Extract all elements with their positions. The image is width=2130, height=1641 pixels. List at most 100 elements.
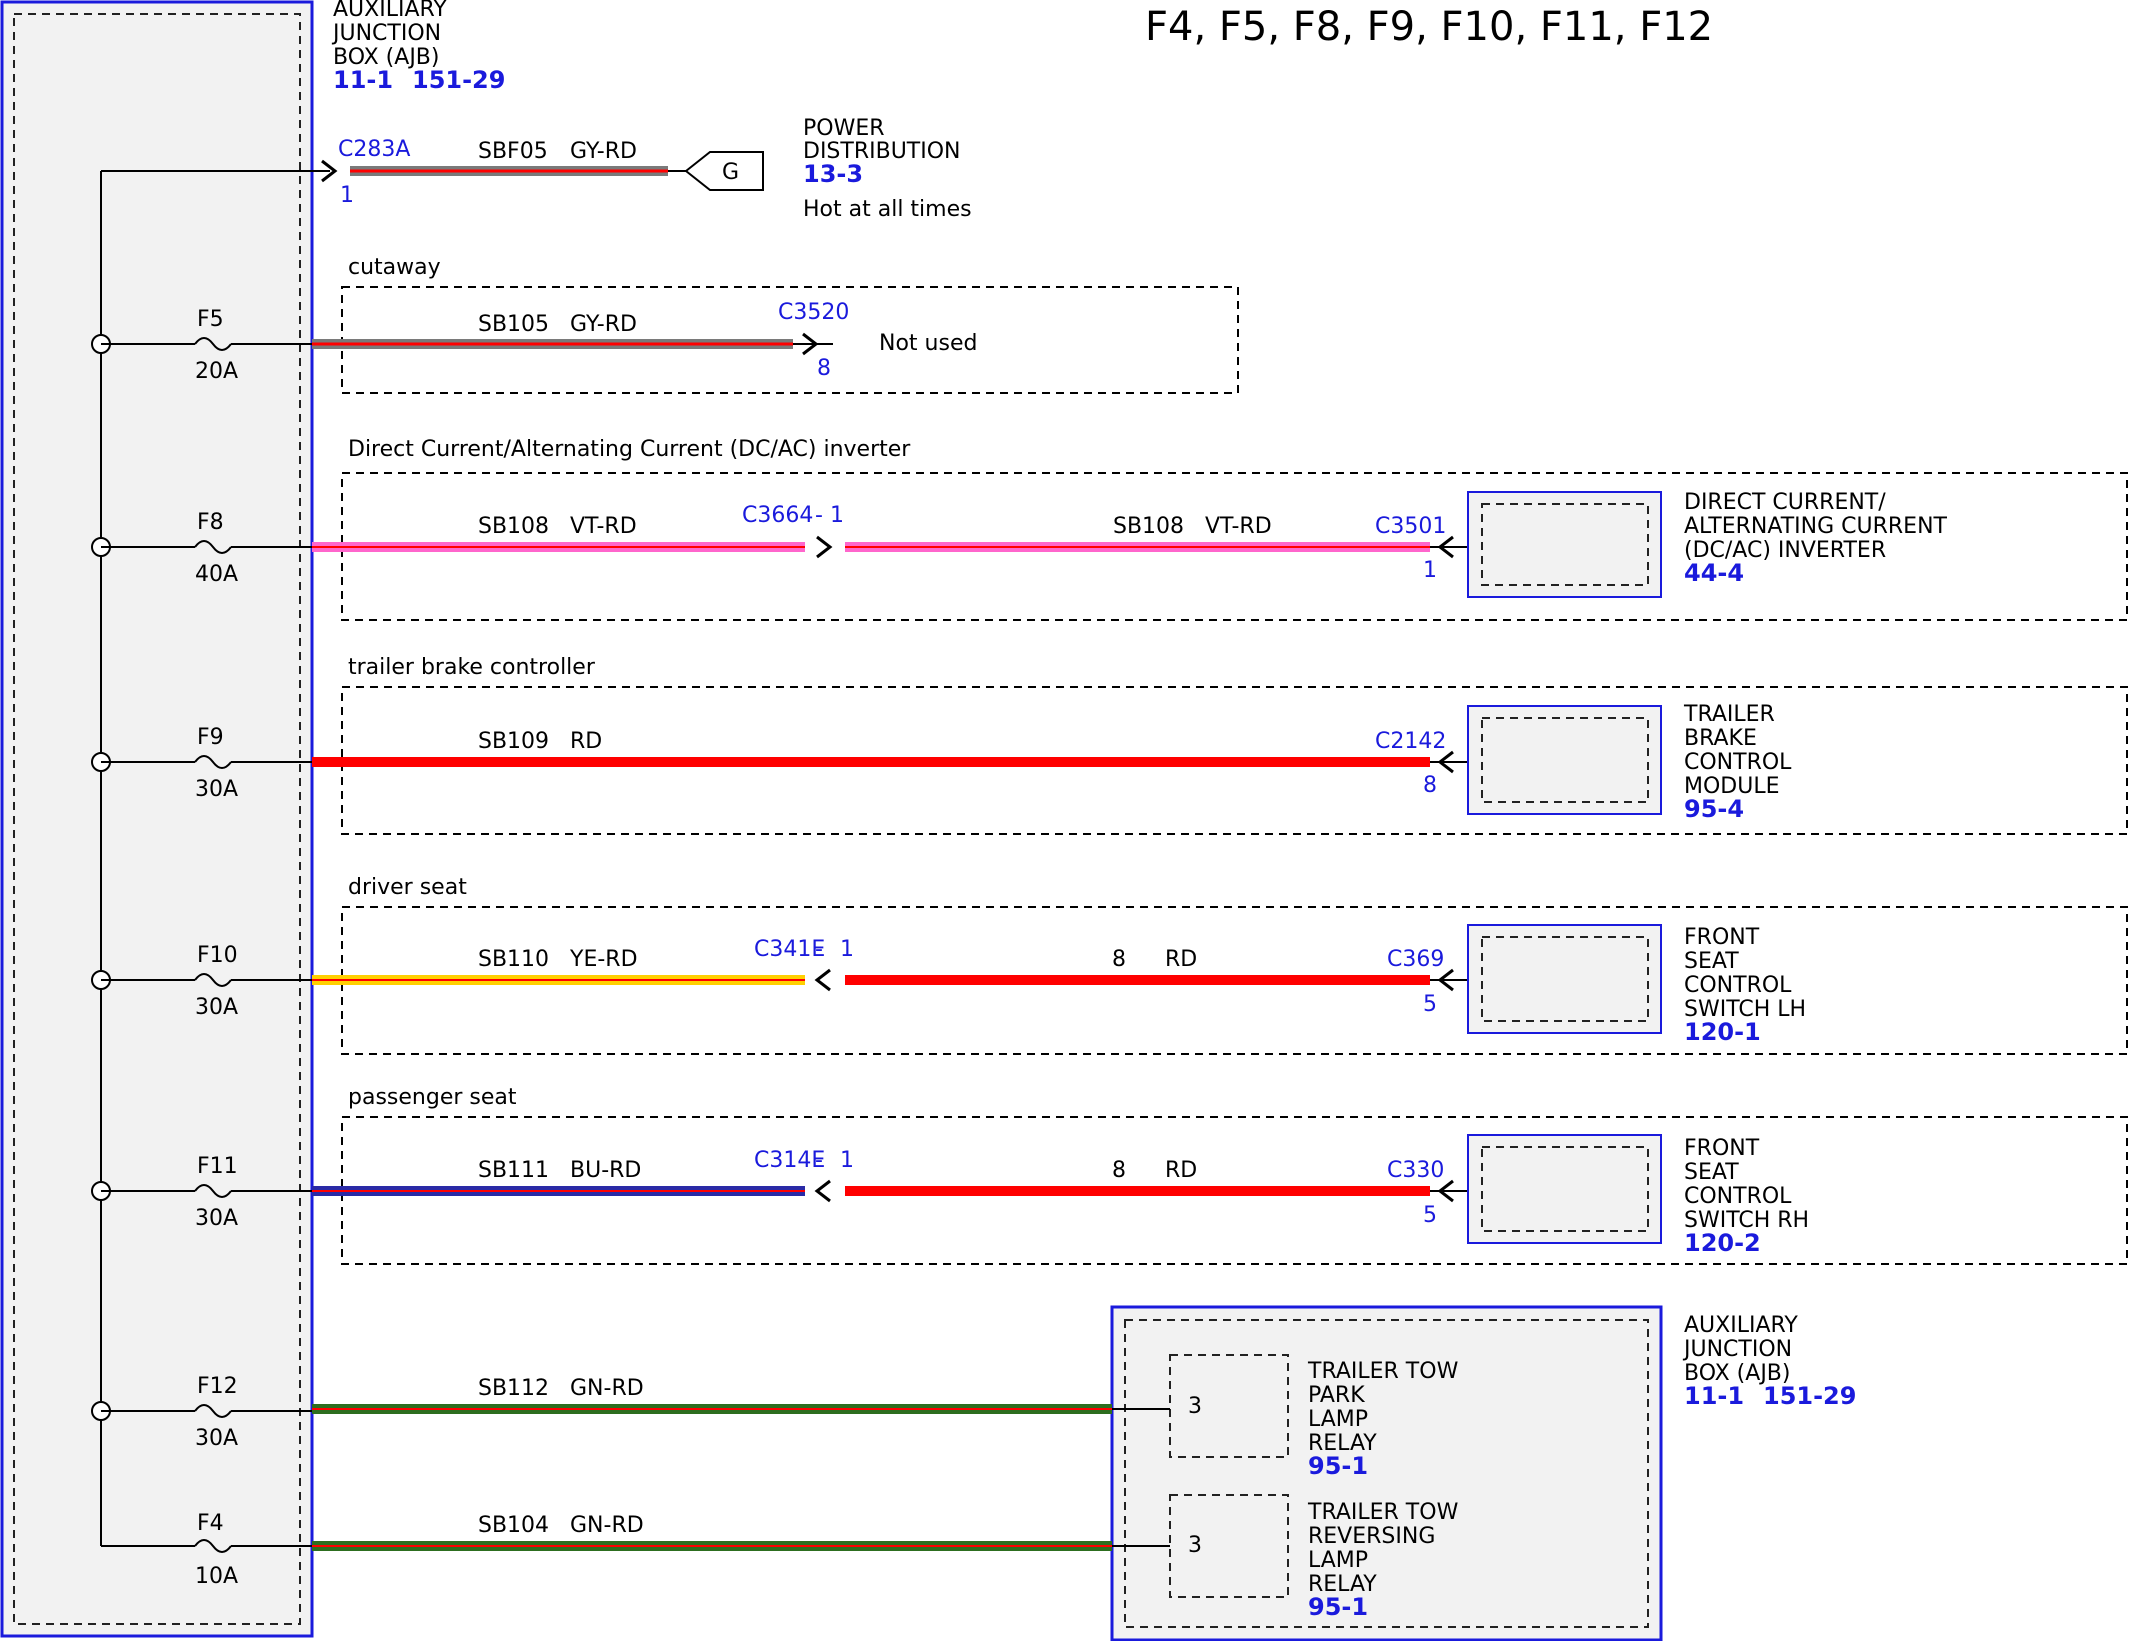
inverter-connector[interactable]: C3501 bbox=[1375, 514, 1446, 539]
reversing-relay-ref[interactable]: 95-1 bbox=[1308, 1593, 1368, 1621]
passenger-seat-group-label: passenger seat bbox=[348, 1085, 517, 1110]
driver-seat-group-label: driver seat bbox=[348, 875, 467, 900]
cutaway-connector[interactable]: C3520 bbox=[778, 300, 849, 325]
park-relay-box bbox=[1169, 1354, 1289, 1458]
trailer-brake-module-line-1: TRAILER bbox=[1683, 702, 1775, 727]
power-pin: 1 bbox=[340, 183, 354, 208]
driver-seat-amp: 30A bbox=[195, 995, 238, 1020]
trailer-brake-module-ref[interactable]: 95-4 bbox=[1684, 795, 1744, 823]
park-relay-fuse-icon bbox=[194, 1404, 232, 1418]
inverter-module-inner bbox=[1481, 503, 1649, 586]
park-relay-fuse: F12 bbox=[197, 1374, 238, 1399]
page-title: F4, F5, F8, F9, F10, F11, F12 bbox=[1145, 4, 1713, 50]
inverter-module-line-1: DIRECT CURRENT/ bbox=[1684, 490, 1886, 515]
park-relay-ref[interactable]: 95-1 bbox=[1308, 1452, 1368, 1480]
ajb2-ref-1[interactable]: 11-1 bbox=[1684, 1382, 1744, 1410]
park-relay-circuit: SB112 bbox=[478, 1376, 549, 1401]
driver-seat-module-ref[interactable]: 120-1 bbox=[1684, 1018, 1761, 1046]
ajb-name-line-1: AUXILIARY bbox=[333, 0, 447, 22]
cutaway-color-code: GY-RD bbox=[570, 312, 637, 337]
passenger-seat-fuse-icon bbox=[194, 1184, 232, 1198]
ajb2-ref-2[interactable]: 151-29 bbox=[1763, 1382, 1856, 1410]
trailer-brake-module-line-4: MODULE bbox=[1684, 774, 1780, 799]
passenger-seat-module-line-1: FRONT bbox=[1684, 1136, 1760, 1161]
reversing-relay-pin: 3 bbox=[1188, 1533, 1202, 1558]
reversing-relay-line-1: TRAILER TOW bbox=[1307, 1500, 1459, 1525]
driver-seat-mid-connector[interactable]: C341E bbox=[754, 937, 825, 962]
passenger-seat-module-ref[interactable]: 120-2 bbox=[1684, 1229, 1761, 1257]
reversing-relay-circuit: SB104 bbox=[478, 1513, 549, 1538]
park-relay-line-1: TRAILER TOW bbox=[1307, 1359, 1459, 1384]
ajb-relay-box: AUXILIARY JUNCTION BOX (AJB) 11-1 151-29… bbox=[1110, 1305, 1856, 1641]
park-relay-line-3: LAMP bbox=[1308, 1407, 1368, 1432]
passenger-seat-fuse: F11 bbox=[197, 1154, 238, 1179]
power-circuit: SBF05 bbox=[478, 139, 548, 164]
driver-seat-connector[interactable]: C369 bbox=[1387, 947, 1444, 972]
reversing-relay-amp: 10A bbox=[195, 1564, 238, 1589]
driver-seat-mid-arrow-icon bbox=[814, 968, 831, 992]
passenger-seat-module-line-3: CONTROL bbox=[1684, 1184, 1792, 1209]
ground-symbol: G bbox=[722, 160, 739, 185]
branch-inverter: Direct Current/Alternating Current (DC/A… bbox=[91, 437, 2128, 621]
power-dest-line-1: POWER bbox=[803, 116, 885, 141]
ajb-name-line-2: JUNCTION bbox=[331, 21, 441, 46]
inverter-module-line-2: ALTERNATING CURRENT bbox=[1684, 514, 1948, 539]
inverter-module-line-3: (DC/AC) INVERTER bbox=[1684, 538, 1886, 563]
cutaway-circuit: SB105 bbox=[478, 312, 549, 337]
passenger-seat-pin: 5 bbox=[1423, 1203, 1437, 1228]
power-dest-ref[interactable]: 13-3 bbox=[803, 160, 863, 188]
driver-seat-pin: 5 bbox=[1423, 992, 1437, 1017]
inverter-amp: 40A bbox=[195, 562, 238, 587]
driver-seat-module-line-3: CONTROL bbox=[1684, 973, 1792, 998]
trailer-brake-module-line-3: CONTROL bbox=[1684, 750, 1792, 775]
power-row: C283A 1 SBF05 GY-RD G POWER DISTRIBUTION… bbox=[321, 116, 972, 222]
reversing-relay-box bbox=[1169, 1494, 1289, 1598]
passenger-seat-connector[interactable]: C330 bbox=[1387, 1158, 1444, 1183]
branch-trailer-brake: trailer brake controller F9 30A SB109 RD… bbox=[91, 655, 2128, 835]
reversing-relay-line-3: LAMP bbox=[1308, 1548, 1368, 1573]
passenger-seat-mid-pin: 1 bbox=[840, 1148, 854, 1173]
passenger-seat-amp: 30A bbox=[195, 1206, 238, 1231]
park-relay-color-code: GN-RD bbox=[570, 1376, 644, 1401]
inverter-mid-arrow-icon bbox=[816, 535, 833, 559]
cutaway-fuse-icon bbox=[194, 337, 232, 351]
inverter-circuit-2: SB108 bbox=[1113, 514, 1184, 539]
passenger-seat-module-line-4: SWITCH RH bbox=[1684, 1208, 1809, 1233]
driver-seat-module-line-1: FRONT bbox=[1684, 925, 1760, 950]
inverter-circuit: SB108 bbox=[478, 514, 549, 539]
power-dest-line-2: DISTRIBUTION bbox=[803, 139, 961, 164]
park-relay-pin: 3 bbox=[1188, 1394, 1202, 1419]
ajb-ref-1[interactable]: 11-1 bbox=[333, 66, 393, 94]
driver-seat-color-code-2: RD bbox=[1165, 947, 1197, 972]
branch-park-relay: F12 30A SB112 GN-RD bbox=[91, 1374, 1170, 1451]
ground-flag-icon bbox=[684, 151, 764, 191]
trailer-brake-fuse-icon bbox=[194, 755, 232, 769]
trailer-brake-color-code: RD bbox=[570, 729, 602, 754]
inverter-mid-connector[interactable]: C3664 bbox=[742, 503, 813, 528]
passenger-seat-mid-connector[interactable]: C314E bbox=[754, 1148, 825, 1173]
inverter-mid-separator: - bbox=[815, 503, 823, 528]
power-note: Hot at all times bbox=[803, 197, 972, 222]
trailer-brake-connector[interactable]: C2142 bbox=[1375, 729, 1446, 754]
park-relay-line-2: PARK bbox=[1308, 1383, 1365, 1408]
trailer-brake-module-box bbox=[1467, 705, 1662, 815]
branch-reversing-relay: F4 10A SB104 GN-RD bbox=[101, 1511, 1170, 1589]
inverter-mid-pin: 1 bbox=[830, 503, 844, 528]
park-relay-line-4: RELAY bbox=[1308, 1431, 1377, 1456]
reversing-relay-line-2: REVERSING bbox=[1308, 1524, 1435, 1549]
power-connector[interactable]: C283A bbox=[338, 137, 410, 162]
reversing-relay-fuse-icon bbox=[194, 1539, 232, 1553]
passenger-seat-mid-separator: - bbox=[815, 1148, 823, 1173]
inverter-fuse-icon bbox=[194, 540, 232, 554]
trailer-brake-circuit: SB109 bbox=[478, 729, 549, 754]
trailer-brake-group-label: trailer brake controller bbox=[348, 655, 596, 680]
driver-seat-circuit-2: 8 bbox=[1112, 947, 1126, 972]
driver-seat-mid-pin: 1 bbox=[840, 937, 854, 962]
ajb-inner-dashed bbox=[13, 13, 301, 1625]
ajb-ref-2[interactable]: 151-29 bbox=[412, 66, 505, 94]
passenger-seat-circuit: SB111 bbox=[478, 1158, 549, 1183]
driver-seat-module-box bbox=[1467, 924, 1662, 1034]
inverter-module-ref[interactable]: 44-4 bbox=[1684, 559, 1744, 587]
inverter-color-code: VT-RD bbox=[570, 514, 637, 539]
